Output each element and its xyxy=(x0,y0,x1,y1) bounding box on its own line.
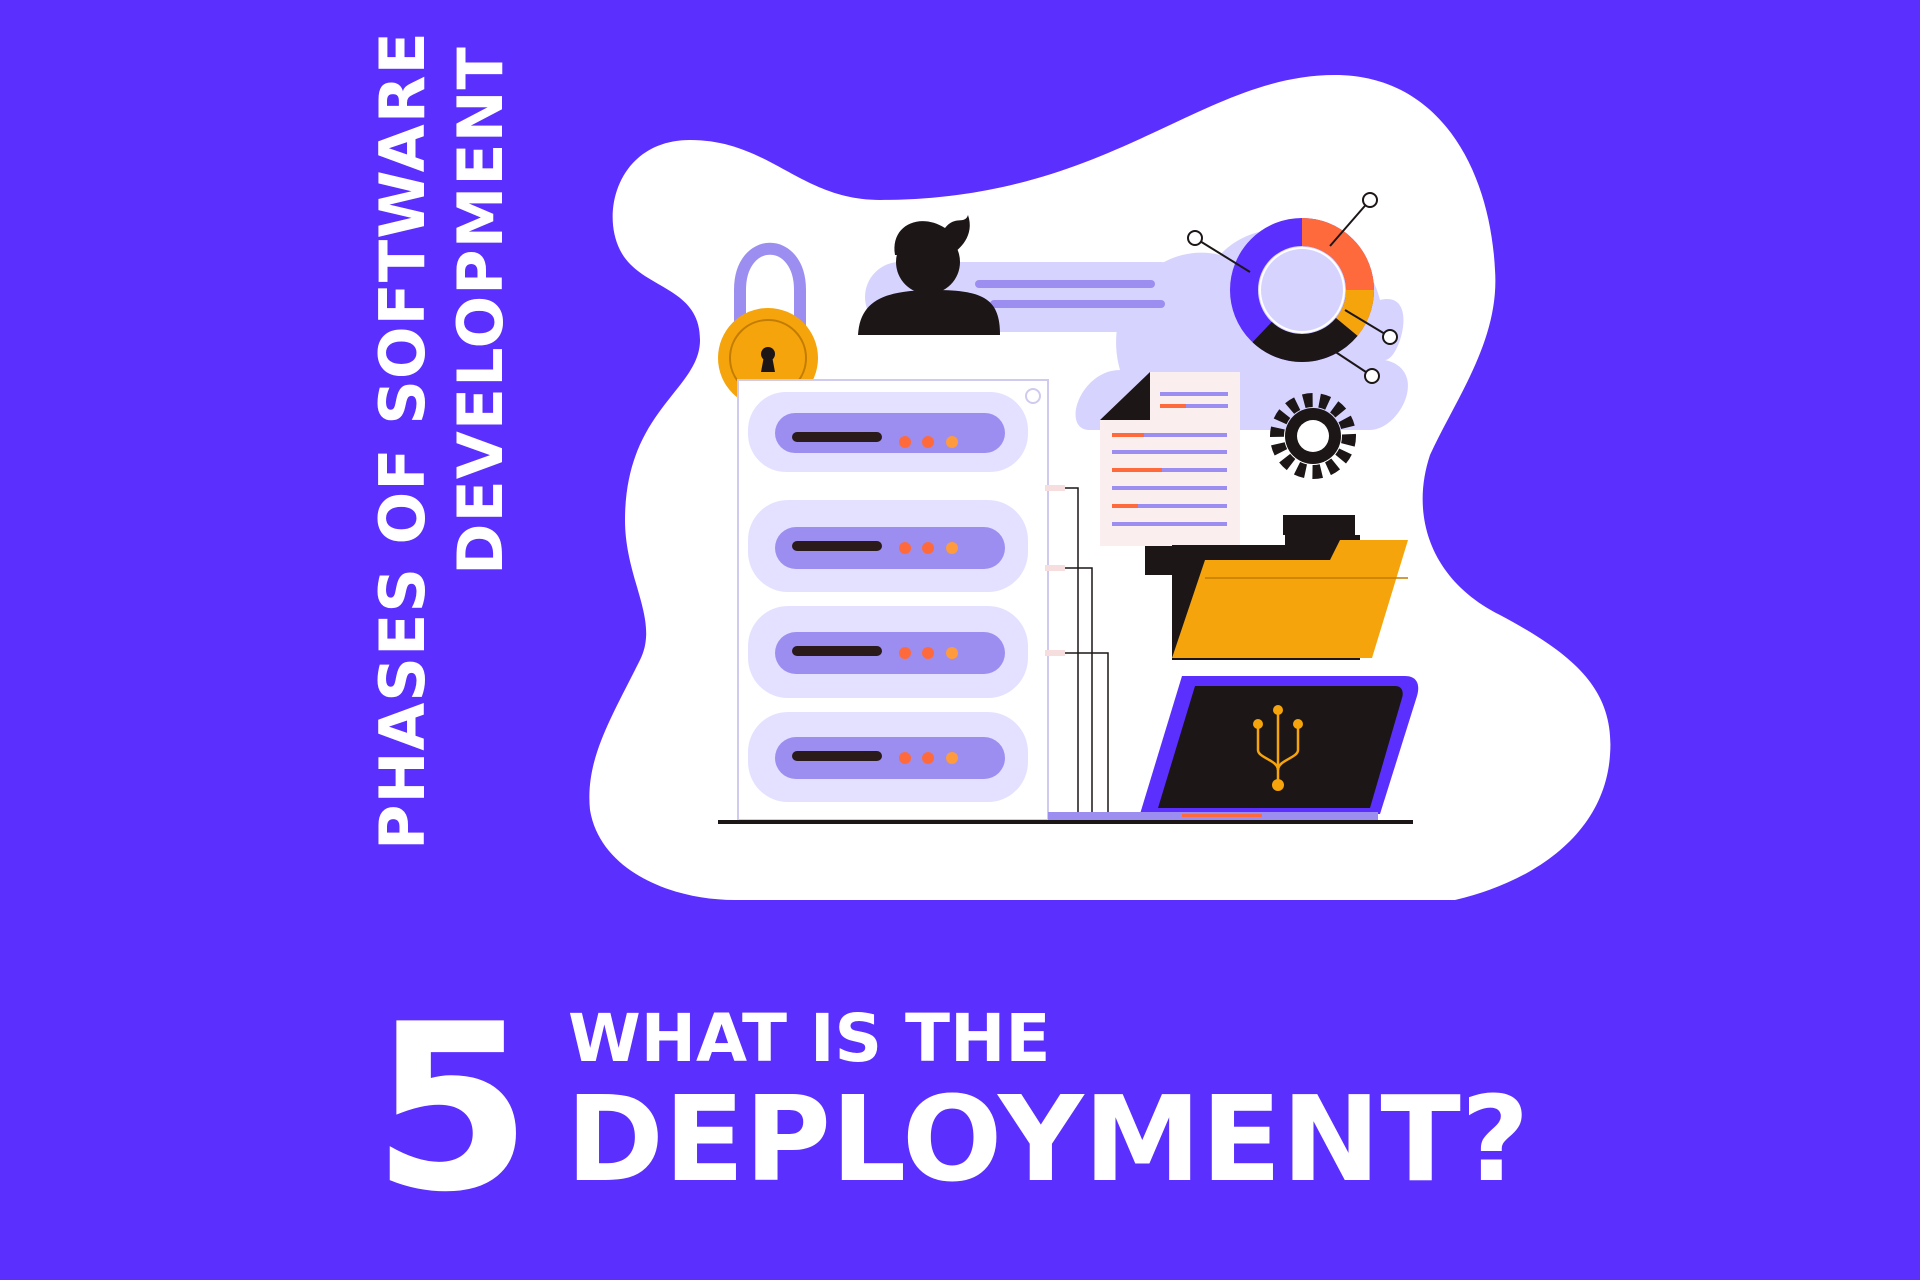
floor-line xyxy=(718,820,1413,824)
server-unit xyxy=(748,712,1028,802)
server-unit xyxy=(748,500,1028,592)
server-unit xyxy=(748,606,1028,698)
question-line-2: DEPLOYMENT? xyxy=(566,1070,1530,1208)
server-unit xyxy=(748,392,1028,472)
donut-chart-icon xyxy=(1187,192,1398,384)
folder-icon xyxy=(1172,515,1408,660)
question-line-1: WHAT IS THE xyxy=(568,1000,1051,1077)
vertical-title-line-2: DEVELOPMENT xyxy=(444,46,517,575)
document-icon xyxy=(1100,372,1240,575)
laptop-icon xyxy=(1048,676,1419,820)
step-number: 5 xyxy=(372,976,533,1243)
git-branch-icon xyxy=(1256,712,1300,780)
user-icon xyxy=(858,215,1000,335)
gear-icon xyxy=(1270,393,1356,479)
server-rack-icon xyxy=(737,379,1109,821)
vertical-title-line-1: PHASES OF SOFTWARE xyxy=(366,31,439,850)
